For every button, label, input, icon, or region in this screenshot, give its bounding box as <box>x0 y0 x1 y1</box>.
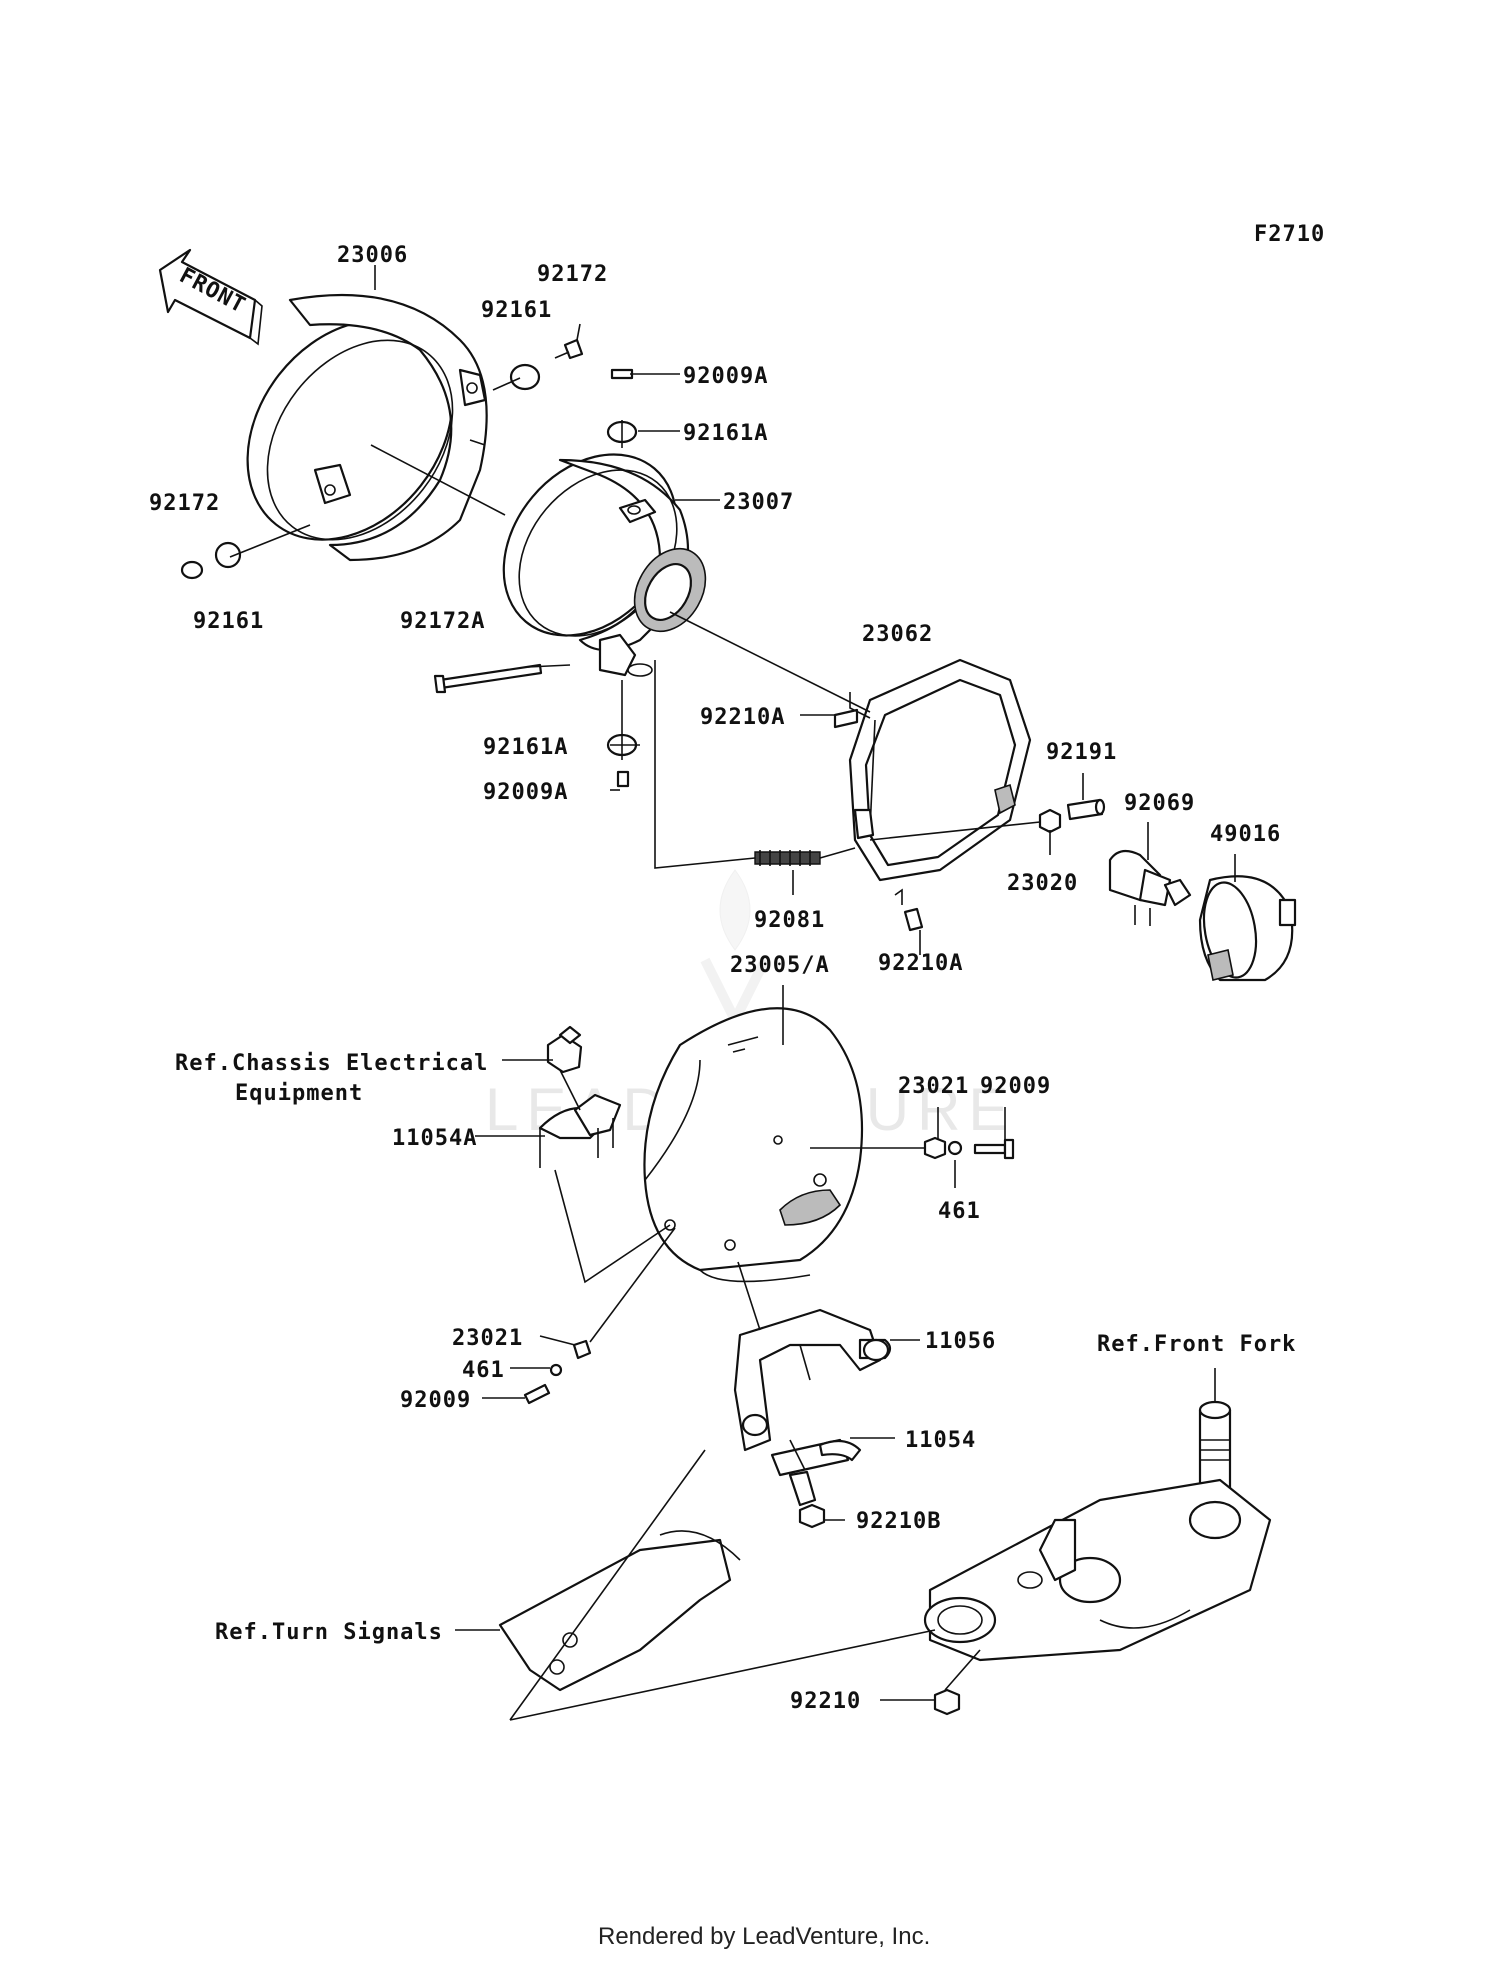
callout-92009-left: 92009 <box>400 1388 471 1413</box>
ref-chassis-electrical: Ref.Chassis Electrical <box>175 1051 488 1076</box>
callout-49016: 49016 <box>1210 822 1281 847</box>
callout-92069: 92069 <box>1124 791 1195 816</box>
callout-23062: 23062 <box>862 622 933 647</box>
adjust-spring-92081 <box>754 850 821 866</box>
callout-92210: 92210 <box>790 1689 861 1714</box>
ref-front-fork: Ref.Front Fork <box>1097 1332 1296 1357</box>
connector-chassis-electrical <box>546 1025 583 1074</box>
figure-code: F2710 <box>1254 222 1325 247</box>
callout-11054A: 11054A <box>392 1126 477 1151</box>
hardware-461-left <box>549 1363 563 1377</box>
front-direction-arrow: FRONT <box>158 248 263 346</box>
callout-92210A-bot: 92210A <box>878 951 963 976</box>
headlight-housing-23007 <box>502 453 707 677</box>
callout-23021-left: 23021 <box>452 1326 523 1351</box>
callout-92210B: 92210B <box>856 1509 941 1534</box>
bulb-cover-49016 <box>1198 875 1297 982</box>
callout-23005A: 23005/A <box>730 953 830 978</box>
callout-92009-right: 92009 <box>980 1074 1051 1099</box>
bracket-11054 <box>770 1438 862 1507</box>
callout-92081: 92081 <box>754 908 825 933</box>
callout-11054: 11054 <box>905 1428 976 1453</box>
callout-461-right: 461 <box>938 1199 981 1224</box>
headlight-body-23005A <box>643 1007 864 1283</box>
bracket-11054A <box>538 1093 622 1168</box>
hardware-92210A-bot <box>903 907 924 932</box>
hardware-92161-left <box>214 541 242 569</box>
hardware-92172-left <box>180 560 204 580</box>
callout-92172-left: 92172 <box>149 491 220 516</box>
hardware-92210A-top <box>833 708 859 729</box>
callout-labels: 23006 92172 92161 92009A 92161A 23007 92… <box>149 243 1281 1714</box>
headlight-rim-23006 <box>246 294 488 562</box>
hardware-92172-top <box>554 338 584 360</box>
callout-92161-left: 92161 <box>193 609 264 634</box>
callout-92161A-top: 92161A <box>683 421 768 446</box>
leader-lines <box>229 265 1236 1721</box>
hardware-92009-right <box>973 1138 1015 1160</box>
turn-signal-bracket <box>498 1530 741 1692</box>
hardware-92210B-nut <box>798 1503 826 1529</box>
callout-92172-top: 92172 <box>537 262 608 287</box>
hardware-92009A-top <box>610 368 634 380</box>
hardware-92009-left <box>523 1383 551 1405</box>
ref-turn-signals: Ref.Turn Signals <box>215 1620 443 1645</box>
callout-92009A-top: 92009A <box>683 364 768 389</box>
callout-92009A-bot: 92009A <box>483 780 568 805</box>
reflector-frame-23062 <box>848 658 1032 882</box>
pin-92191 <box>1066 798 1106 821</box>
socket-23020 <box>1038 808 1062 834</box>
callout-92191: 92191 <box>1046 740 1117 765</box>
hardware-23021-left <box>572 1339 592 1360</box>
callout-92210A-top: 92210A <box>700 705 785 730</box>
callout-11056: 11056 <box>925 1329 996 1354</box>
hardware-92172A-screw <box>433 663 543 694</box>
callout-23007: 23007 <box>723 490 794 515</box>
hardware-23021-right <box>923 1136 947 1160</box>
ref-chassis-equipment: Equipment <box>235 1081 363 1106</box>
callout-92161A-bot: 92161A <box>483 735 568 760</box>
watermark-logo <box>700 869 770 1032</box>
front-fork-steering-stem <box>923 1400 1272 1662</box>
callout-23021-right: 23021 <box>898 1074 969 1099</box>
callout-92172A: 92172A <box>400 609 485 634</box>
footer-credit: Rendered by LeadVenture, Inc. <box>598 1923 930 1950</box>
callout-23020: 23020 <box>1007 871 1078 896</box>
hardware-92009A-bot <box>616 770 630 788</box>
hardware-92210-nut <box>933 1688 961 1716</box>
stay-11056 <box>733 1308 892 1452</box>
callout-461-left: 461 <box>462 1358 505 1383</box>
bulb-92069 <box>1108 849 1192 926</box>
hardware-92161-top <box>509 363 541 391</box>
callout-23006: 23006 <box>337 243 408 268</box>
callout-92161-top: 92161 <box>481 298 552 323</box>
hardware-461-right <box>947 1140 963 1156</box>
